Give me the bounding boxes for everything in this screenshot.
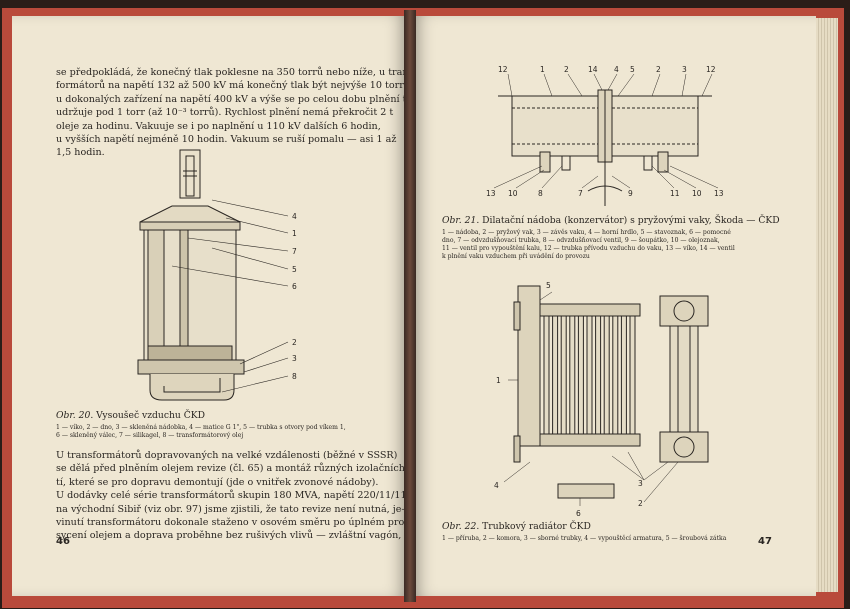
- radiator-tube: [560, 315, 567, 435]
- fig20-label: 2: [292, 338, 297, 347]
- radiator-tube: [620, 315, 627, 435]
- fig21-caption-prefix: Obr. 21.: [442, 215, 480, 226]
- text-line: U dodávky celé série transformátorů skup…: [56, 490, 423, 502]
- radiator-tube: [577, 315, 584, 435]
- radiator-tube: [552, 315, 559, 435]
- figure-21-conservator: 12 1 2 14 4 5 2 3 12 13 10 8 7 9 11 10 1…: [486, 65, 724, 206]
- fig20-label: 8: [292, 372, 297, 381]
- fig22-label: 4: [494, 481, 499, 490]
- fig22-label: 6: [576, 509, 581, 518]
- book-gutter: [404, 10, 416, 602]
- legend-line: k plnění vaku vzduchem při uvádění do pr…: [442, 253, 590, 260]
- fig22-label: 5: [546, 281, 551, 290]
- radiator-tube: [569, 315, 576, 435]
- fig21-label: 12: [498, 65, 508, 74]
- left-top-paragraph: se předpokládá, že konečný tlak poklesne…: [56, 66, 422, 160]
- fig21-label: 2: [564, 65, 569, 74]
- legend-line: 1 — víko, 2 — dno, 3 — skleněná nádobka,…: [56, 424, 346, 431]
- page-number-right: 47: [758, 536, 772, 547]
- radiator-tube: [543, 315, 550, 435]
- fig21-label: 11: [670, 189, 680, 198]
- fig21-label: 14: [588, 65, 598, 74]
- text-line: se dělá před plněním olejem revize (čl. …: [56, 463, 428, 475]
- left-bottom-paragraph: U transformátorů dopravovaných na velké …: [56, 449, 428, 543]
- fig21-label: 13: [486, 189, 496, 198]
- figure-22-tube-radiator: 5 1 4 6 3 2: [494, 281, 709, 518]
- fig21-label: 4: [614, 65, 619, 74]
- radiator-tube: [595, 315, 602, 435]
- fig21-label: 8: [538, 189, 543, 198]
- fig20-label: 3: [292, 354, 297, 363]
- fig21-label: 1: [540, 65, 545, 74]
- text-line: vinutí transformátoru dokonale staženo v…: [56, 517, 408, 529]
- legend-line: dno, 7 — odvzdušňovací trubka, 8 — odvzd…: [442, 237, 720, 244]
- legend-line: 11 — ventil pro vypouštění kalu, 12 — tr…: [442, 245, 735, 252]
- text-line: U transformátorů dopravovaných na velké …: [56, 450, 398, 461]
- page-number-left: 46: [56, 536, 70, 547]
- fig21-label: 5: [630, 65, 635, 74]
- fig20-legend: 1 — víko, 2 — dno, 3 — skleněná nádobka,…: [56, 424, 346, 440]
- fig21-legend: 1 — nádoba, 2 — pryžový vak, 3 — závěs v…: [442, 229, 735, 261]
- fig22-label: 3: [638, 479, 643, 488]
- radiator-tube: [612, 315, 619, 435]
- text-line: u dokonalých zařízení na napětí 400 kV a…: [56, 93, 422, 105]
- fig22-caption: Obr. 22. Trubkový radiátor ČKD: [442, 521, 591, 532]
- text-line: formátorů na napětí 132 až 500 kV má kon…: [56, 80, 414, 92]
- text-line: u vyšších napětí nejméně 10 hodin. Vakuu…: [56, 134, 397, 146]
- legend-line: 1 — příruba, 2 — komora, 3 — sborné trub…: [442, 535, 727, 542]
- fig20-caption-prefix: Obr. 20.: [56, 410, 94, 421]
- fig21-caption: Obr. 21. Dilatační nádoba (konzervátor) …: [442, 215, 780, 226]
- fig21-label: 10: [508, 189, 518, 198]
- left-page: se předpokládá, že konečný tlak poklesne…: [12, 16, 428, 596]
- text-line: 1,5 hodin.: [56, 147, 105, 159]
- fig21-label: 9: [628, 189, 633, 198]
- fig20-caption: Obr. 20. Vysoušeč vzduchu ČKD: [56, 410, 205, 421]
- fig21-label: 12: [706, 65, 716, 74]
- radiator-tube: [586, 315, 593, 435]
- legend-line: 1 — nádoba, 2 — pryžový vak, 3 — závěs v…: [442, 229, 731, 236]
- fig20-caption-title: Vysoušeč vzduchu ČKD: [93, 410, 205, 421]
- fig22-label: 2: [638, 499, 643, 508]
- legend-line: 6 — skleněný válec, 7 — silikagel, 8 — t…: [56, 432, 244, 439]
- figure-20-air-dryer: 4 1 7 5 6 2 3 8: [137, 149, 297, 401]
- fig21-label: 7: [578, 189, 583, 198]
- fig22-caption-title: Trubkový radiátor ČKD: [479, 521, 591, 532]
- fig21-caption-title: Dilatační nádoba (konzervátor) s pryžový…: [479, 215, 780, 226]
- fig20-label: 1: [292, 229, 297, 238]
- fig20-label: 5: [292, 265, 297, 274]
- fig20-label: 7: [292, 247, 297, 256]
- fig21-label: 2: [656, 65, 661, 74]
- right-page: 12 1 2 14 4 5 2 3 12 13 10 8 7 9 11 10 1…: [412, 16, 816, 596]
- fig21-label: 10: [692, 189, 702, 198]
- fig21-label: 13: [714, 189, 724, 198]
- fig21-label: 3: [682, 65, 687, 74]
- fig22-label: 1: [496, 376, 501, 385]
- fig20-label: 4: [292, 212, 297, 221]
- text-line: sycení olejem a doprava proběhne bez ruš…: [56, 530, 402, 542]
- page-edges: [816, 18, 838, 592]
- fig20-label: 6: [292, 282, 297, 291]
- text-line: udržuje pod 1 torr (až 10⁻³ torrů). Rych…: [56, 107, 394, 119]
- radiator-tube: [603, 315, 610, 435]
- text-line: na východní Sibiř (viz obr. 97) jsme zji…: [56, 503, 415, 515]
- text-line: oleje za hodinu. Vakuuje se i po naplněn…: [56, 120, 381, 132]
- fig22-legend: 1 — příruba, 2 — komora, 3 — sborné trub…: [442, 535, 726, 543]
- text-line: tí, které se pro dopravu demontují (jde …: [56, 476, 379, 488]
- text-line: se předpokládá, že konečný tlak poklesne…: [56, 67, 417, 78]
- radiator-tube: [629, 315, 636, 435]
- fig22-caption-prefix: Obr. 22.: [442, 521, 480, 532]
